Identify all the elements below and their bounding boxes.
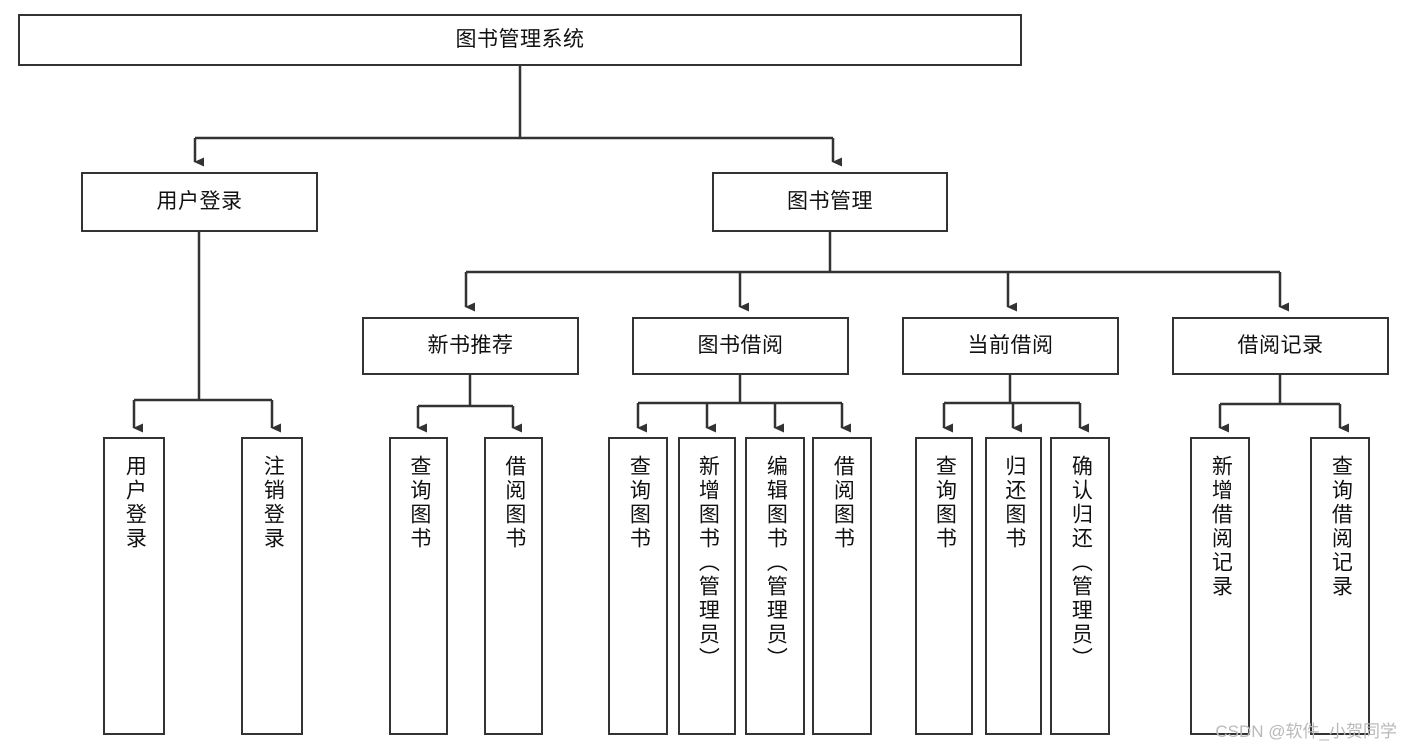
leaf-logout[interactable]: 注销登录 — [241, 437, 303, 735]
node-user-login-label: 用户登录 — [156, 189, 243, 213]
node-new-book-recommend[interactable]: 新书推荐 — [362, 317, 579, 375]
leaf-return-book-label: 归还图书 — [1002, 455, 1026, 551]
leaf-query-borrow-record-label: 查询借阅记录 — [1329, 455, 1353, 599]
watermark-text: CSDN @软件_小贺同学 — [1215, 722, 1397, 741]
leaf-query-book-current-label: 查询图书 — [933, 455, 957, 551]
node-user-login[interactable]: 用户登录 — [81, 172, 318, 232]
node-root-label: 图书管理系统 — [455, 27, 585, 51]
leaf-lend-book-label: 借阅图书 — [831, 455, 855, 551]
leaf-confirm-return-admin[interactable]: 确认归还（管理员） — [1050, 437, 1110, 735]
leaf-user-login-label: 用户登录 — [123, 455, 147, 551]
leaf-return-book[interactable]: 归还图书 — [985, 437, 1042, 735]
node-book-management[interactable]: 图书管理 — [712, 172, 948, 232]
node-borrow-record[interactable]: 借阅记录 — [1172, 317, 1389, 375]
node-book-management-label: 图书管理 — [787, 189, 873, 213]
leaf-add-book-admin-label: 新增图书（管理员） — [696, 455, 720, 671]
leaf-logout-label: 注销登录 — [261, 455, 285, 551]
leaf-borrow-book-recommend-label: 借阅图书 — [502, 455, 526, 551]
leaf-add-book-admin[interactable]: 新增图书（管理员） — [678, 437, 736, 735]
leaf-confirm-return-admin-label: 确认归还（管理员） — [1069, 455, 1093, 671]
leaf-borrow-book-recommend[interactable]: 借阅图书 — [484, 437, 543, 735]
leaf-query-book-recommend[interactable]: 查询图书 — [389, 437, 448, 735]
leaf-query-book-current[interactable]: 查询图书 — [915, 437, 973, 735]
node-current-borrow[interactable]: 当前借阅 — [902, 317, 1119, 375]
leaf-query-borrow-record[interactable]: 查询借阅记录 — [1310, 437, 1370, 735]
node-new-book-recommend-label: 新书推荐 — [427, 333, 514, 357]
node-book-borrow[interactable]: 图书借阅 — [632, 317, 849, 375]
leaf-query-book-borrow-label: 查询图书 — [627, 455, 651, 551]
leaf-edit-book-admin[interactable]: 编辑图书（管理员） — [745, 437, 805, 735]
leaf-add-borrow-record[interactable]: 新增借阅记录 — [1190, 437, 1250, 735]
leaf-query-book-borrow[interactable]: 查询图书 — [608, 437, 668, 735]
leaf-edit-book-admin-label: 编辑图书（管理员） — [764, 455, 788, 671]
leaf-user-login[interactable]: 用户登录 — [103, 437, 165, 735]
node-book-borrow-label: 图书借阅 — [697, 333, 784, 357]
leaf-query-book-recommend-label: 查询图书 — [407, 455, 431, 551]
node-borrow-record-label: 借阅记录 — [1237, 333, 1324, 357]
node-root-book-management-system[interactable]: 图书管理系统 — [18, 14, 1022, 66]
leaf-lend-book[interactable]: 借阅图书 — [812, 437, 872, 735]
leaf-add-borrow-record-label: 新增借阅记录 — [1209, 455, 1233, 599]
node-current-borrow-label: 当前借阅 — [967, 333, 1054, 357]
